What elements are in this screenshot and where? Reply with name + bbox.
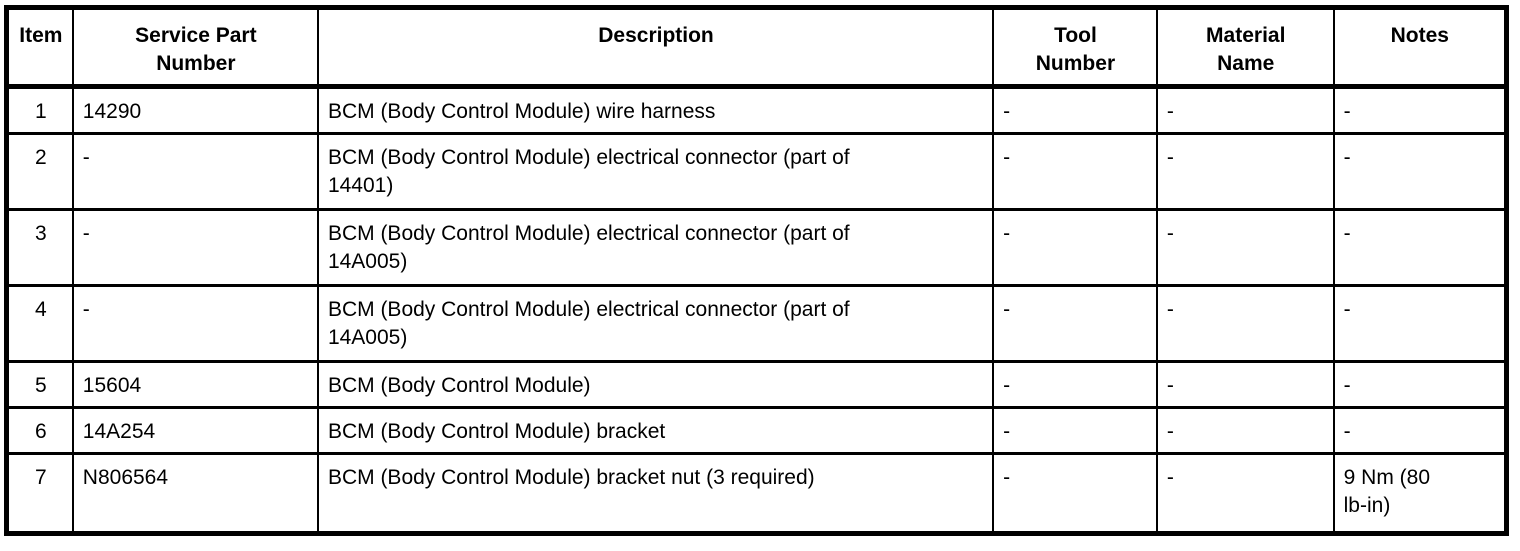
column-header-material-name: Material Name <box>1155 6 1335 89</box>
column-header-service-part-number: Service Part Number <box>71 6 319 89</box>
cell-notes: 9 Nm (80 lb-in) <box>1332 452 1508 535</box>
cell-notes: - <box>1332 208 1508 287</box>
table-row: 1 14290 BCM (Body Control Module) wire h… <box>5 85 1508 135</box>
cell-notes: - <box>1332 132 1508 211</box>
column-header-tool-number: Tool Number <box>992 6 1158 89</box>
table-row: 6 14A254 BCM (Body Control Module) brack… <box>5 406 1508 455</box>
cell-tool-number: - <box>992 132 1158 211</box>
cell-notes: - <box>1332 85 1508 135</box>
cell-material-name: - <box>1155 452 1335 535</box>
cell-item: 2 <box>5 132 74 211</box>
cell-material-name: - <box>1155 132 1335 211</box>
cell-item: 3 <box>5 208 74 287</box>
cell-notes: - <box>1332 360 1508 409</box>
parts-list-table: Item Service Part Number Description Too… <box>4 5 1509 536</box>
cell-service-part-number: 15604 <box>71 360 319 409</box>
cell-service-part-number: - <box>71 208 319 287</box>
cell-tool-number: - <box>992 452 1158 535</box>
cell-item: 1 <box>5 85 74 135</box>
cell-tool-number: - <box>992 85 1158 135</box>
table-row: 5 15604 BCM (Body Control Module) - - - <box>5 360 1508 409</box>
cell-tool-number: - <box>992 360 1158 409</box>
cell-item: 5 <box>5 360 74 409</box>
cell-item: 6 <box>5 406 74 455</box>
cell-description: BCM (Body Control Module) electrical con… <box>316 208 995 287</box>
table-row: 2 - BCM (Body Control Module) electrical… <box>5 132 1508 211</box>
cell-tool-number: - <box>992 208 1158 287</box>
header-row: Item Service Part Number Description Too… <box>5 6 1508 89</box>
cell-item: 7 <box>5 452 74 535</box>
column-header-notes: Notes <box>1332 6 1508 89</box>
cell-material-name: - <box>1155 360 1335 409</box>
cell-description: BCM (Body Control Module) bracket <box>316 406 995 455</box>
cell-notes: - <box>1332 406 1508 455</box>
cell-description: BCM (Body Control Module) electrical con… <box>316 132 995 211</box>
cell-item: 4 <box>5 284 74 363</box>
cell-description: BCM (Body Control Module) bracket nut (3… <box>316 452 995 535</box>
table-row: 7 N806564 BCM (Body Control Module) brac… <box>5 452 1508 535</box>
cell-service-part-number: N806564 <box>71 452 319 535</box>
column-header-item: Item <box>5 6 74 89</box>
cell-material-name: - <box>1155 284 1335 363</box>
cell-description: BCM (Body Control Module) <box>316 360 995 409</box>
cell-tool-number: - <box>992 406 1158 455</box>
table-row: 3 - BCM (Body Control Module) electrical… <box>5 208 1508 287</box>
column-header-description: Description <box>316 6 995 89</box>
cell-notes: - <box>1332 284 1508 363</box>
cell-service-part-number: - <box>71 132 319 211</box>
cell-material-name: - <box>1155 406 1335 455</box>
cell-description: BCM (Body Control Module) electrical con… <box>316 284 995 363</box>
cell-description: BCM (Body Control Module) wire harness <box>316 85 995 135</box>
cell-material-name: - <box>1155 208 1335 287</box>
cell-service-part-number: 14A254 <box>71 406 319 455</box>
table-row: 4 - BCM (Body Control Module) electrical… <box>5 284 1508 363</box>
cell-material-name: - <box>1155 85 1335 135</box>
cell-service-part-number: 14290 <box>71 85 319 135</box>
cell-service-part-number: - <box>71 284 319 363</box>
cell-tool-number: - <box>992 284 1158 363</box>
